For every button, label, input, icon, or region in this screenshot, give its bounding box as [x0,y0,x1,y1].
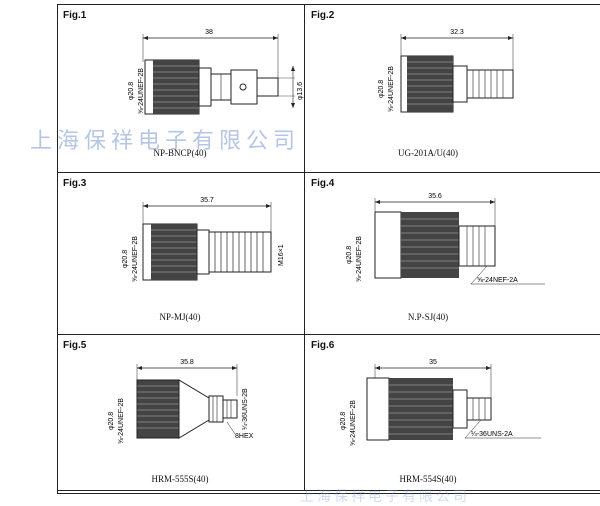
watermark-text-bottom: 上海保祥电子有限公司 [300,489,470,505]
diameter-label: φ20.8 [340,412,347,430]
figure-panel-4: Fig.4 35.6 φ20.8 ⅝-24UNEF-2B [305,172,551,334]
figure-label: Fig.5 [63,340,87,351]
connector-drawing: 38 φ20.8 ⅝-24UNEF-2B φ13.6 [128,29,304,115]
figure-caption: N.P-SJ(40) [407,312,449,322]
length-dimension: 35 [429,359,437,366]
side-dimension: M16×1 [278,244,285,266]
diameter-label: φ20.8 [122,250,129,268]
grid-divider-bottom [57,490,600,491]
figure-label: Fig.1 [63,10,87,21]
figure-panel-2: Fig.2 32.3 φ20.8 ⅝-24UNEF-2B [305,4,551,166]
figure-caption: NP-MJ(40) [159,312,201,322]
figure-caption: HRM-555S(40) [151,474,209,484]
figure-panel-3: Fig.3 35.7 φ20.8 [57,172,303,334]
grid-divider-vertical [304,4,305,490]
thread-label: ⅝-24UNEF-2B [388,66,395,112]
figure-caption: NP-BNCP(40) [153,148,207,158]
figure-panel-5: Fig.5 35.8 φ20.8 ⅝-24UNEF-2B [57,334,303,496]
length-dimension: 38 [205,29,213,36]
figure-caption: UG-201A/U(40) [398,148,458,158]
length-dimension: 35.8 [180,359,194,366]
diameter-label: φ20.8 [108,412,115,430]
diameter-label: φ20.8 [128,82,135,100]
hex-callout: 8HEX [235,433,254,440]
figure-label: Fig.6 [311,340,335,351]
connector-drawing: 35.7 φ20.8 ⅝-24UNEF-2B M16×1 [122,197,285,282]
length-dimension: 35.7 [200,197,214,204]
connector-drawing: 35.6 φ20.8 ⅝-24UNEF-2B ⅝-24NEF-2A [346,193,545,285]
thread-label: ⅝-24UNEF-2B [118,398,125,444]
grid-divider-row2 [57,334,600,335]
figure-panel-6: Fig.6 35 φ20.8 ⅝-24UNEF-2 [305,334,551,496]
figure-caption: HRM-554S(40) [399,474,457,484]
connector-drawing: 32.3 φ20.8 ⅝-24UNEF-2B [378,29,514,113]
thread-label: ⅝-24UNEF-2B [138,68,145,114]
diameter-label: φ20.8 [378,80,385,98]
thread-label: ⅝-24UNEF-2B [350,400,357,446]
length-dimension: 32.3 [450,29,464,36]
grid-divider-row1 [57,172,600,173]
figure-label: Fig.3 [63,178,87,189]
connector-drawing: 35 φ20.8 ⅝-24UNEF-2B ¼-36UNS-2A [340,359,541,446]
figure-grid-frame [57,4,600,494]
connector-drawing: 35.8 φ20.8 ⅝-24UNEF-2B ¼-36UNS-2B 8HEX [108,359,254,444]
side-dimension: φ13.6 [297,82,304,100]
length-dimension: 35.6 [428,193,442,200]
watermark-text: 上海保祥电子有限公司 [30,129,301,154]
thread-label: ⅝-24UNEF-2B [132,236,139,282]
side-thread-label: ¼-36UNS-2B [242,388,249,430]
figure-label: Fig.2 [311,10,335,21]
diameter-label: φ20.8 [346,246,353,264]
thread-callout: ⅝-24NEF-2A [477,277,518,284]
thread-label: ⅝-24UNEF-2B [356,236,363,282]
figure-label: Fig.4 [311,178,335,189]
thread-callout: ¼-36UNS-2A [471,431,513,438]
figure-panel-1: Fig.1 38 φ20.8 [57,4,304,166]
